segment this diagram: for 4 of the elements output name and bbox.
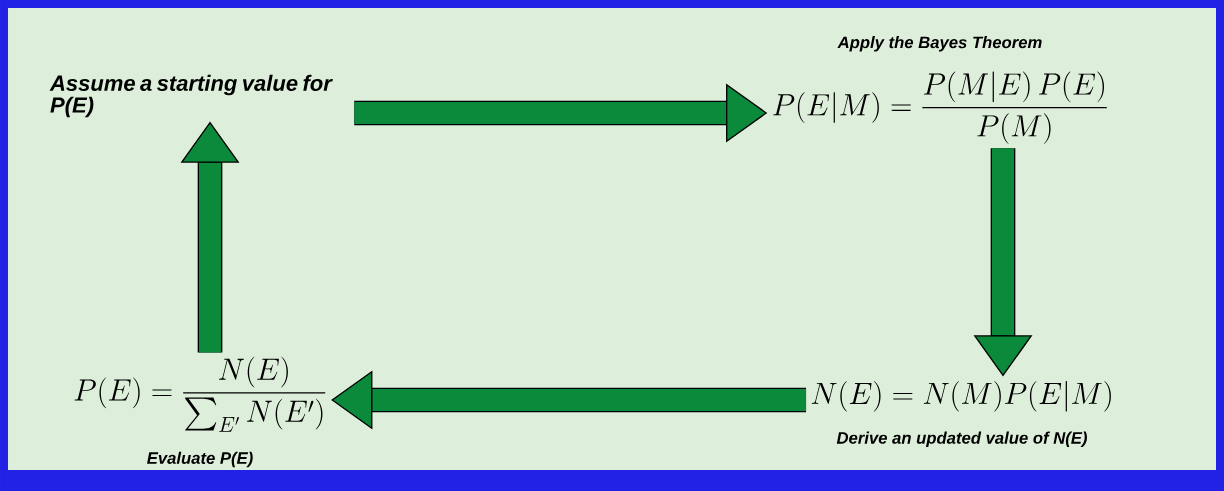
formula-step: $P(E) = \frac{N(E)}{\sum_{E'} N(E')}$ Evaluate P(E): [74, 356, 326, 468]
formula-step: $N(E) = N(M)P(E|M)$ Derive an updated value of N(E): [811, 380, 1111, 448]
step-text: Assume a starting value for P(E): [49, 74, 333, 118]
formula-step: Apply the Bayes Theorem $P(E|M) = \frac{P(M|E)\,P(E)}{P(M)}$: [773, 36, 1107, 144]
